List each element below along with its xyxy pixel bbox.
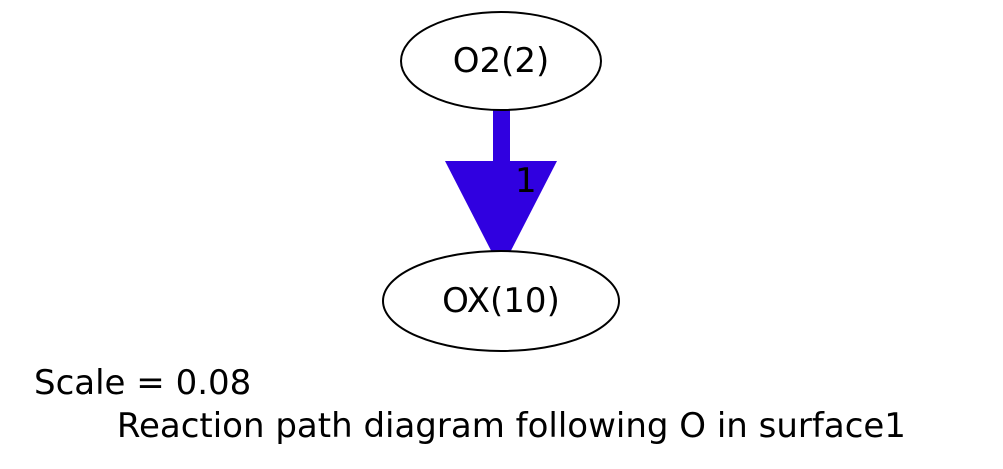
node-ox-label: OX(10) xyxy=(442,281,560,321)
diagram-title: Reaction path diagram following O in sur… xyxy=(106,406,906,446)
edge-shaft xyxy=(493,110,510,162)
node-ox: OX(10) xyxy=(382,250,620,352)
scale-text: Scale = 0.08 xyxy=(34,363,251,403)
node-o2-ellipse xyxy=(400,11,602,111)
edge-o2-to-ox: 1 xyxy=(445,110,557,270)
node-o2: O2(2) xyxy=(400,11,602,111)
edge-arrowhead xyxy=(445,161,557,270)
edge-label: 1 xyxy=(515,161,537,201)
diagram-caption: Scale = 0.08 Reaction path diagram follo… xyxy=(34,363,906,446)
node-ox-ellipse xyxy=(382,250,620,352)
node-o2-label: O2(2) xyxy=(453,41,550,81)
